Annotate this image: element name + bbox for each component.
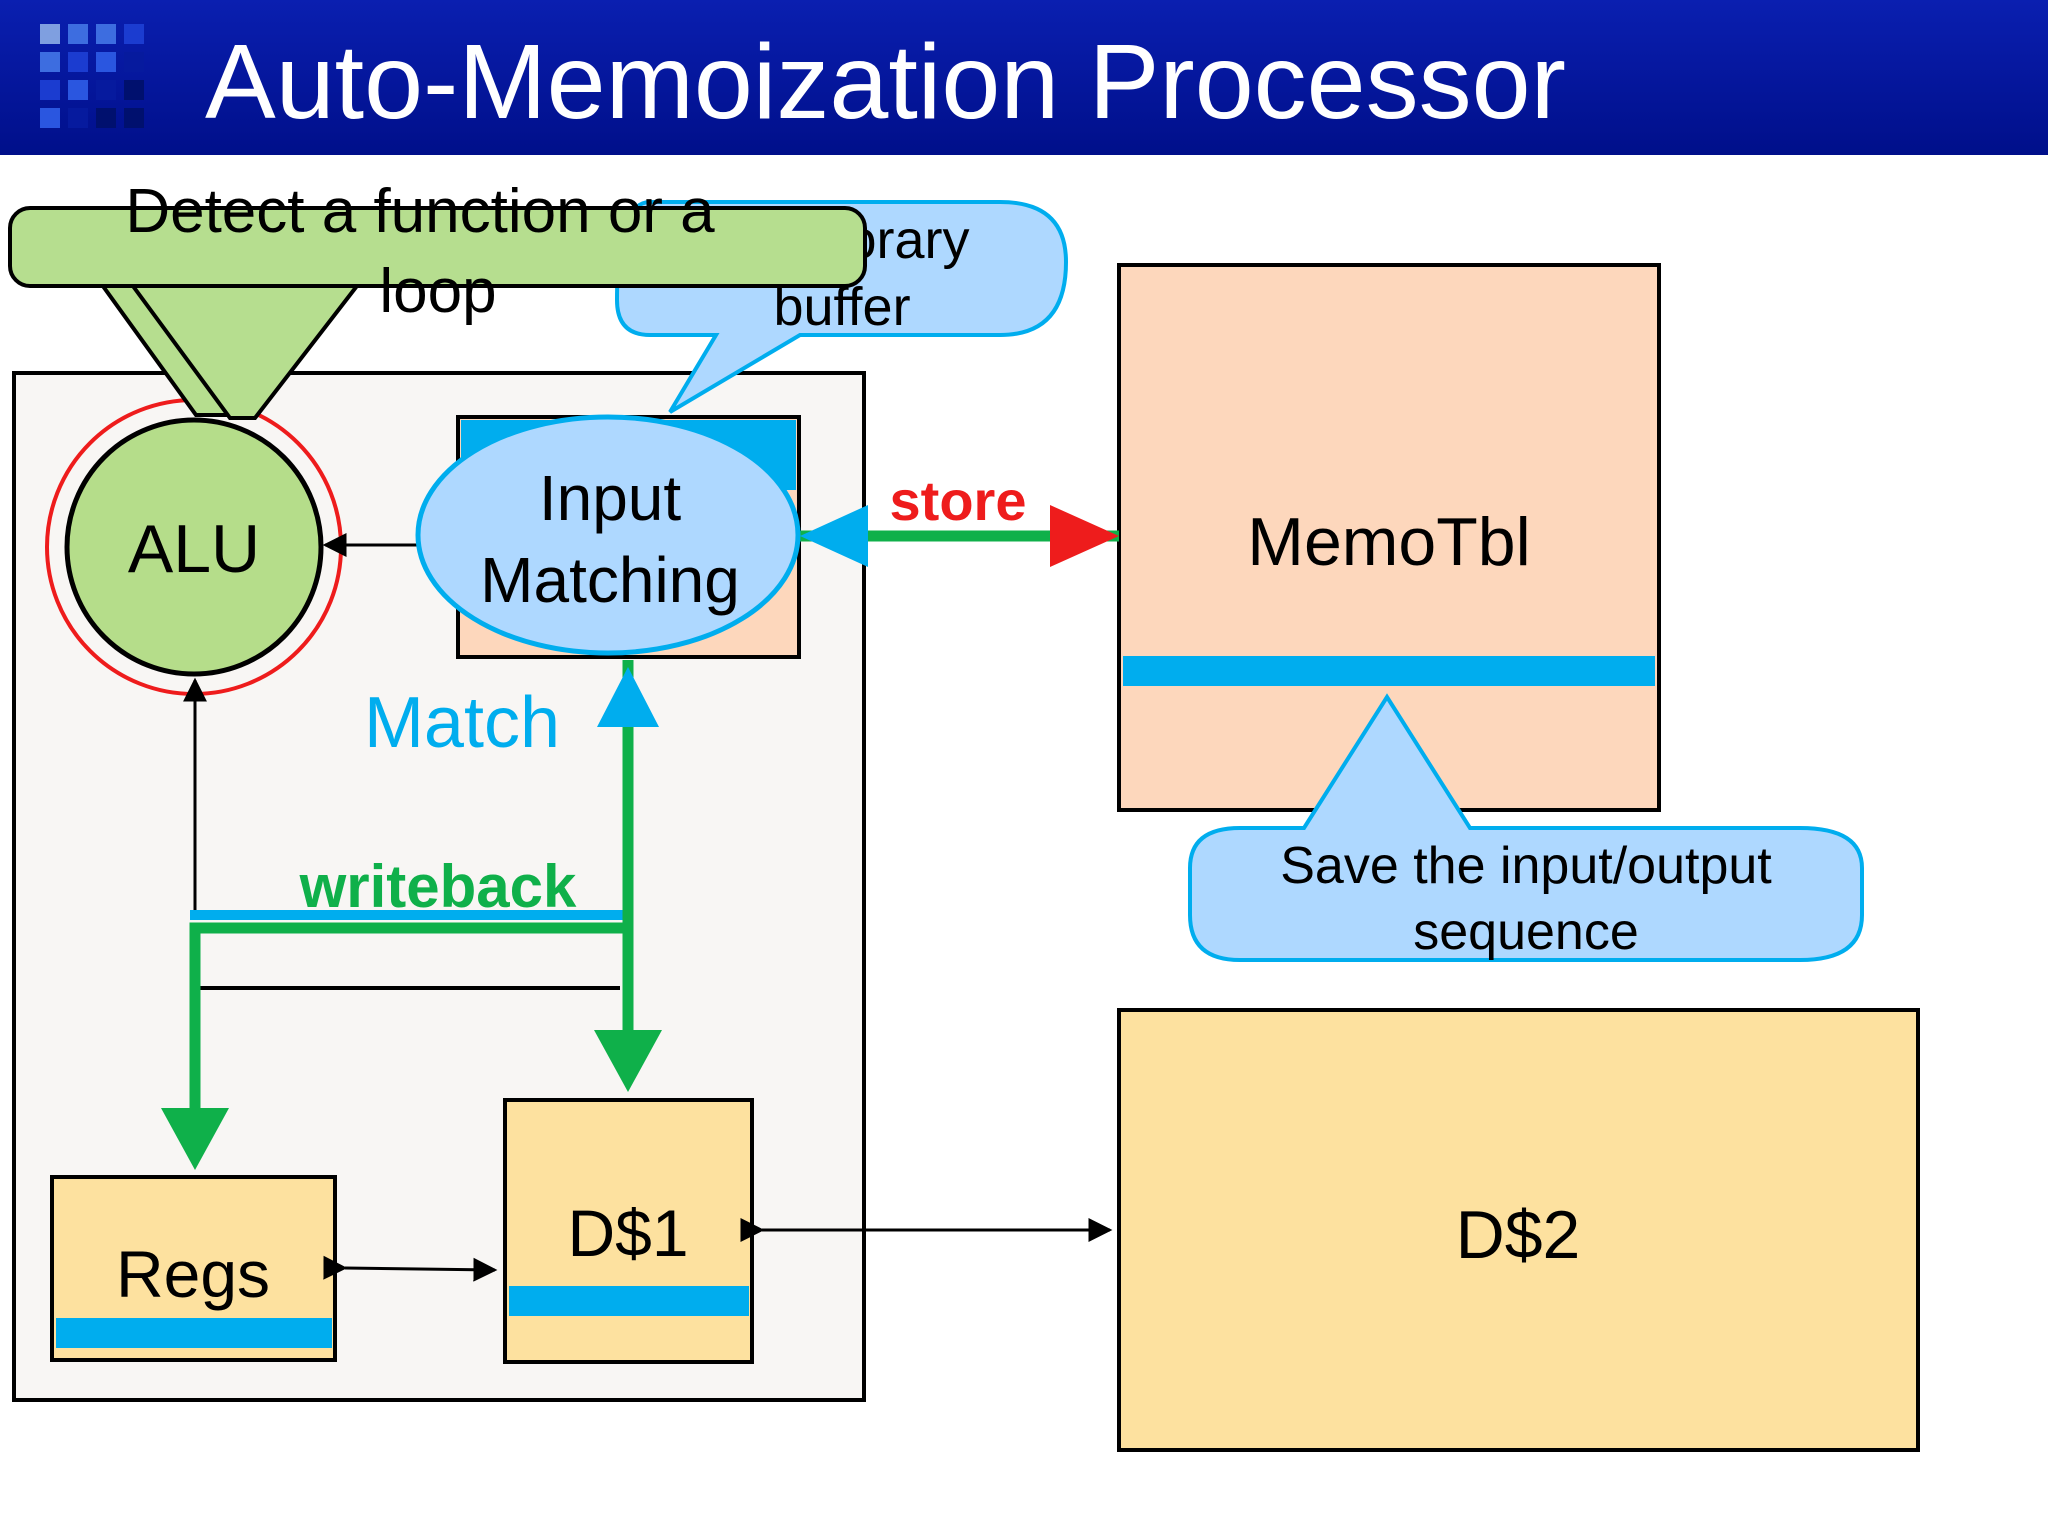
regs-label: Regs — [116, 1237, 270, 1311]
input-matching-unit — [415, 414, 801, 656]
d1-label: D$1 — [567, 1196, 688, 1270]
detect-callout-line2: loop — [379, 257, 496, 326]
save-callout-line1: Save the input/output — [1280, 837, 1772, 895]
writeback-regs-arrowhead — [161, 1108, 229, 1170]
regs-stripe — [56, 1318, 332, 1348]
alu-label: ALU — [128, 511, 260, 587]
store-label: store — [890, 469, 1027, 532]
detect-callout-line1: Detect a function or a — [125, 177, 715, 246]
writeback-path — [189, 660, 634, 1110]
detect-loop-callout: Detect a function or a loop — [8, 177, 867, 420]
d1-cache-block — [503, 1098, 754, 1364]
save-sequence-callout: Save the input/output sequence — [1188, 693, 1864, 962]
regs-d1-arrow — [323, 1255, 498, 1282]
d2-cache-block — [1117, 1008, 1920, 1452]
d2-label: D$2 — [1456, 1197, 1581, 1273]
store-right-arrowhead — [1050, 505, 1119, 567]
d1-stripe — [509, 1286, 749, 1316]
input-matching-label-line1: Input — [539, 462, 682, 534]
title-bar — [0, 0, 2048, 155]
memotbl-stripe — [1123, 656, 1655, 686]
memotbl-label: MemoTbl — [1247, 504, 1530, 580]
writeback-d1-arrowhead — [594, 1030, 662, 1092]
match-label: Match — [364, 683, 560, 763]
save-callout-line2: sequence — [1413, 903, 1639, 961]
writeback-label: writeback — [299, 853, 577, 920]
logo-squares-icon — [40, 24, 144, 128]
store-left-arrowhead — [800, 505, 868, 567]
alu-unit — [64, 417, 324, 677]
writeback-bus-blue — [190, 910, 623, 920]
input-matching-label-line2: Matching — [480, 544, 740, 616]
page-title: Auto-Memoization Processor — [205, 23, 1566, 141]
match-arrowhead — [597, 667, 659, 727]
